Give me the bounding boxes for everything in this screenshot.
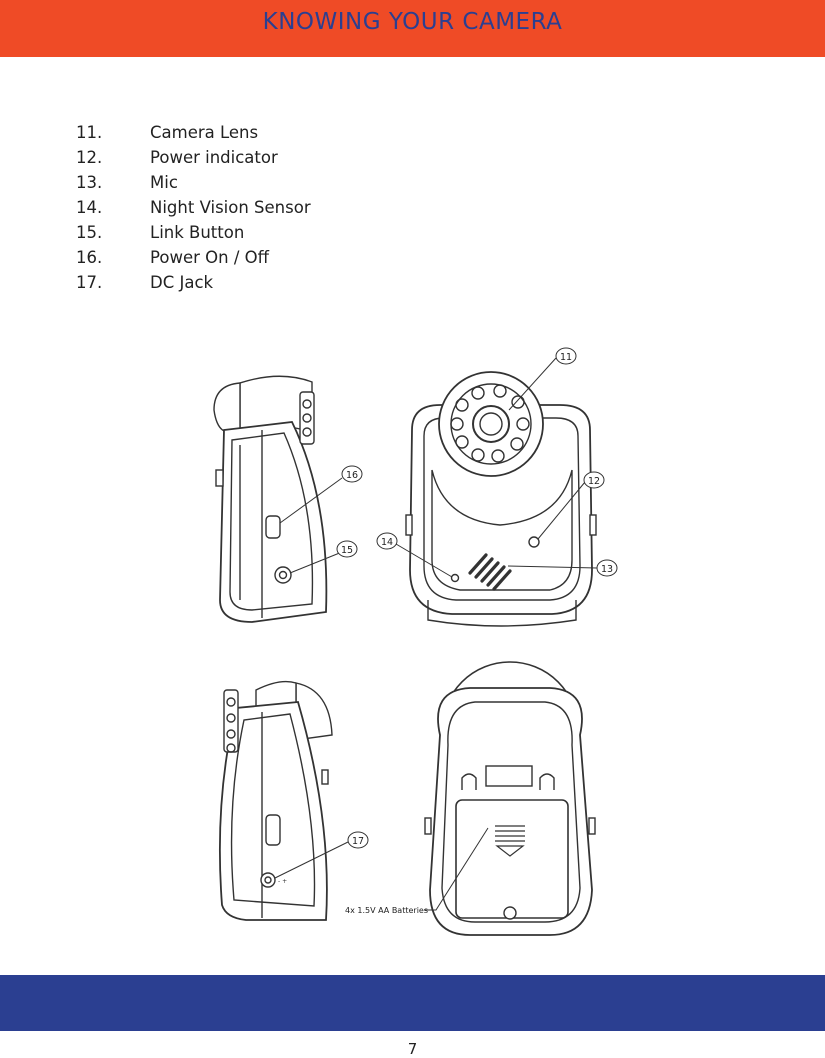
battery-label: 4x 1.5V AA Batteries <box>345 906 428 915</box>
callout-label: 13 <box>601 564 613 575</box>
list-item: 12. Power indicator <box>76 145 311 170</box>
page-title: KNOWING YOUR CAMERA <box>262 9 563 35</box>
camera-back-view <box>424 661 596 936</box>
part-number: 14. <box>76 198 103 217</box>
footer-bar <box>0 975 825 1031</box>
callout-leaders <box>274 357 598 911</box>
list-item: 14. Night Vision Sensor <box>76 195 311 220</box>
part-number: 11. <box>76 123 103 142</box>
part-label: Power On / Off <box>150 248 269 267</box>
part-number: 15. <box>76 223 103 242</box>
part-label: Mic <box>150 173 178 192</box>
list-item: 15. Link Button <box>76 220 311 245</box>
camera-side-view-right <box>213 375 328 623</box>
part-number: 17. <box>76 273 103 292</box>
part-label: DC Jack <box>150 273 214 292</box>
callout-label: 15 <box>341 545 353 556</box>
part-label: Camera Lens <box>150 123 259 142</box>
list-item: 16. Power On / Off <box>76 245 311 270</box>
camera-diagram: - + 11 <box>213 347 618 936</box>
camera-side-view-left: - + <box>218 680 333 921</box>
callout-12: 12 <box>583 471 605 489</box>
part-number: 12. <box>76 148 103 167</box>
callout-label: 11 <box>560 352 572 363</box>
callout-13: 13 <box>596 559 618 577</box>
part-label: Link Button <box>150 223 245 242</box>
part-label: Night Vision Sensor <box>150 198 311 217</box>
callout-16: 16 <box>341 465 363 483</box>
list-item: 13. Mic <box>76 170 311 195</box>
part-label: Power indicator <box>150 148 278 167</box>
list-item: 11. Camera Lens <box>76 120 311 145</box>
callout-14: 14 <box>376 532 398 550</box>
callout-15: 15 <box>336 540 358 558</box>
callout-label: 17 <box>352 836 364 847</box>
list-item: 17. DC Jack <box>76 270 311 295</box>
page-number: 7 <box>407 1040 418 1058</box>
callout-11: 11 <box>555 347 577 365</box>
callout-label: 14 <box>381 537 393 548</box>
header-bar: KNOWING YOUR CAMERA <box>0 0 825 57</box>
callout-label: 16 <box>346 470 358 481</box>
camera-front-view <box>405 371 597 627</box>
parts-list: 11. Camera Lens 12. Power indicator 13. Mic… <box>76 120 311 295</box>
part-number: 16. <box>76 248 103 267</box>
callout-label: 12 <box>588 476 600 487</box>
callout-17: 17 <box>347 831 369 849</box>
svg-text:- +: - + <box>278 878 287 885</box>
part-number: 13. <box>76 173 103 192</box>
